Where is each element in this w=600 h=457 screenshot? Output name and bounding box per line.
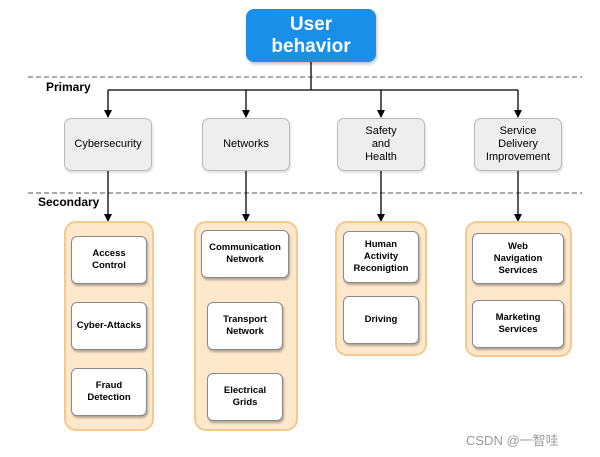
leaf-web-navigation-services: Web Navigation Services — [472, 233, 564, 284]
category-cybersecurity: Cybersecurity — [64, 118, 152, 171]
root-node-user-behavior: User behavior — [246, 9, 376, 62]
leaf-access-control: Access Control — [71, 236, 147, 284]
leaf-marketing-services: Marketing Services — [472, 300, 564, 348]
leaf-cyber-attacks: Cyber-Attacks — [71, 302, 147, 350]
leaf-human-activity-recognition: Human Activity Reconigtion — [343, 231, 419, 283]
leaf-transport-network: Transport Network — [207, 302, 283, 350]
tier-label-secondary: Secondary — [38, 195, 100, 209]
category-safety-and-health: Safety and Health — [337, 118, 425, 171]
leaf-fraud-detection: Fraud Detection — [71, 368, 147, 416]
leaf-driving: Driving — [343, 296, 419, 344]
tier-label-primary: Primary — [46, 80, 91, 94]
leaf-communication-network: Communication Network — [201, 230, 289, 278]
category-networks: Networks — [202, 118, 290, 171]
category-service-delivery-improvement: Service Delivery Improvement — [474, 118, 562, 171]
watermark: CSDN @一智哇 — [466, 433, 559, 448]
leaf-electrical-grids: Electrical Grids — [207, 373, 283, 421]
